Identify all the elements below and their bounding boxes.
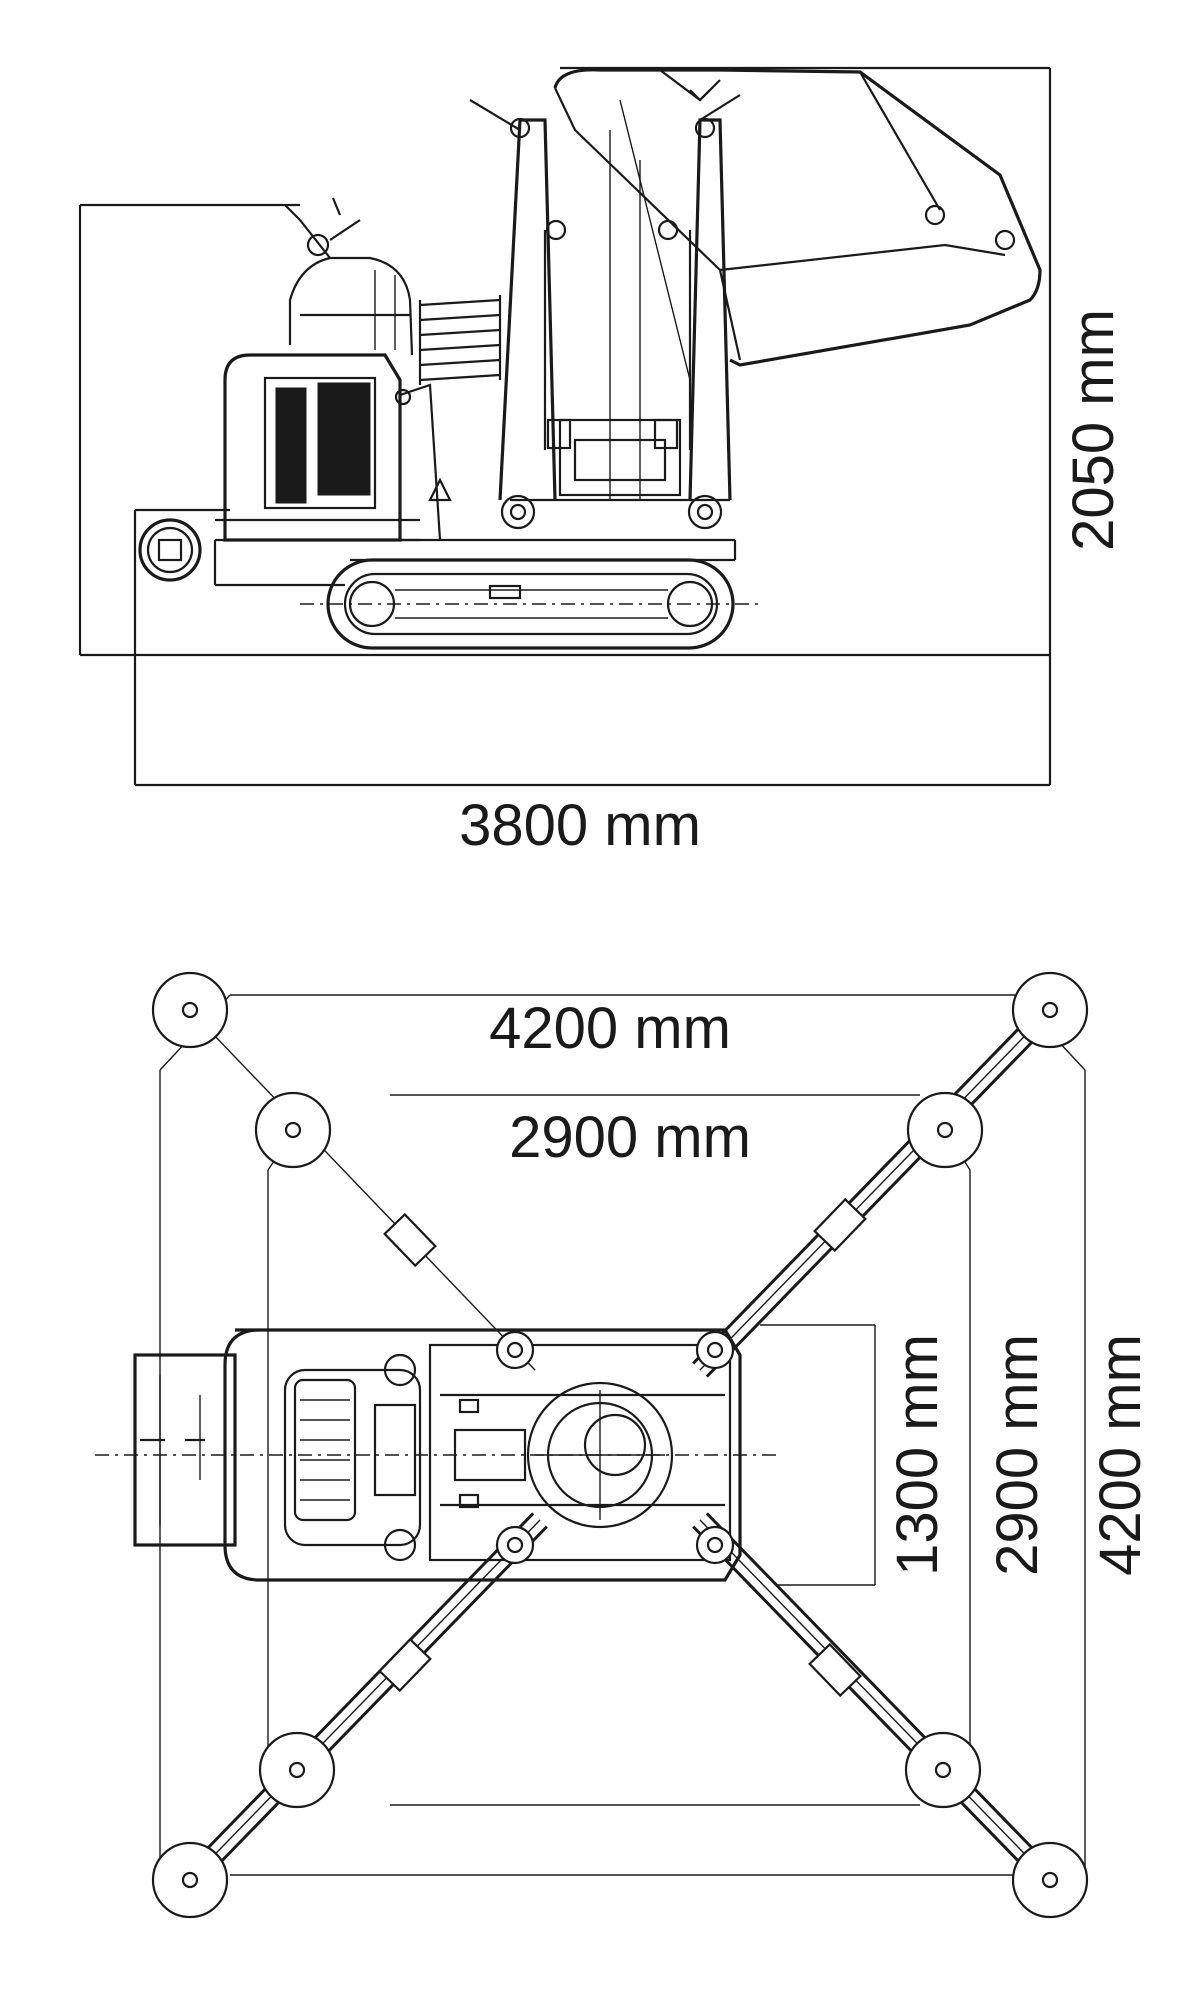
outrigger-pads: [151, 971, 1089, 1919]
bellows: [418, 295, 502, 385]
control-post: [284, 197, 414, 356]
top-body-width-label: 1300 mm: [885, 1334, 950, 1576]
boom-arm: [553, 68, 1042, 381]
crawler-track: [300, 538, 760, 650]
side-length-label: 3800 mm: [459, 793, 701, 858]
side-height-label: 2050 mm: [1061, 309, 1126, 551]
top-view: [95, 971, 1089, 1919]
top-inner-depth-label: 2900 mm: [985, 1334, 1050, 1576]
machine-body-top: [95, 1328, 780, 1582]
outrigger-hubs: [495, 1330, 735, 1565]
lifting-mast: [469, 94, 741, 530]
side-view: [78, 66, 1052, 787]
top-outer-width-label: 4200 mm: [489, 996, 731, 1061]
side-dimension-frame: [78, 66, 1052, 787]
engine-housing: [213, 353, 452, 587]
top-inner-width-label: 2900 mm: [509, 1105, 751, 1170]
top-outer-depth-label: 4200 mm: [1088, 1334, 1153, 1576]
rear-drum: [138, 518, 202, 582]
